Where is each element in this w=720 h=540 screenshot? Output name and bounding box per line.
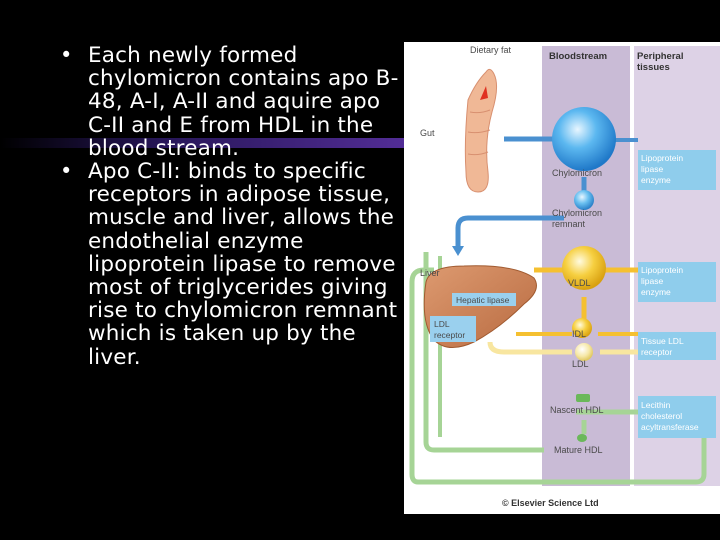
mature-hdl-particle: [577, 434, 587, 442]
bullet-text-2: Apo C-II: binds to specific receptors in…: [88, 159, 398, 370]
hepatic-lipase-label: Hepatic lipase: [456, 295, 510, 305]
blue-arrow-remnant-to-liver: [455, 215, 564, 248]
bloodstream-header: Bloodstream: [549, 51, 607, 62]
copyright-label: © Elsevier Science Ltd: [502, 498, 599, 508]
figure-svg: Bloodstream Peripheral tissues Dietary f…: [409, 45, 720, 508]
lpl1-text-2: lipase: [641, 164, 663, 174]
bullet-item-1: • Each newly formed chylomicron contains …: [60, 43, 400, 161]
dietary-fat-arrow: [480, 86, 488, 100]
bullet-list: • Each newly formed chylomicron contains …: [60, 43, 400, 370]
liver-label: Liver: [420, 268, 440, 278]
gut-folds: [467, 109, 491, 156]
title-accent-line: [0, 138, 404, 148]
bullet-dot: •: [60, 43, 73, 67]
idl-label: IDL: [572, 329, 586, 339]
ldl-label: LDL: [572, 359, 589, 369]
vldl-label: VLDL: [568, 278, 591, 288]
lpl-box-2: [638, 262, 716, 302]
vldl-particle: [562, 246, 606, 290]
ldl-receptor-box: [430, 316, 476, 342]
lpl-box-1: [638, 150, 716, 190]
ldl-receptor-label-1: LDL: [434, 319, 450, 329]
ldl-receptor-label-2: receptor: [434, 330, 465, 340]
chylomicron-particle: [552, 107, 616, 171]
remnant-label-1: Chylomicron: [552, 208, 602, 218]
tissue-ldl-text-2: receptor: [641, 347, 672, 357]
lpl2-text-1: Lipoprotein: [641, 265, 683, 275]
nascent-hdl-particle: [576, 394, 590, 402]
gut-shape: [464, 68, 498, 193]
lpl2-text-2: lipase: [641, 276, 663, 286]
lipoprotein-metabolism-figure: Bloodstream Peripheral tissues Dietary f…: [404, 42, 720, 514]
bullet-item-2: • Apo C-II: binds to specific receptors i…: [60, 159, 400, 370]
blue-arrowhead-3: [452, 246, 464, 256]
idl-particle: [572, 318, 592, 338]
green-arrow-return: [409, 267, 707, 485]
lcat-box: [638, 396, 716, 438]
pale-arrow-ldl-to-liver: [487, 341, 572, 355]
lpl1-text-3: enzyme: [641, 175, 671, 185]
remnant-label-2: remnant: [552, 219, 586, 229]
chylomicron-remnant-particle: [574, 190, 594, 210]
ldl-particle: [575, 343, 593, 361]
lcat-text-2: cholesterol: [641, 411, 682, 421]
tissue-ldl-receptor-box: [638, 332, 716, 360]
hepatic-lipase-box: [452, 293, 516, 306]
lcat-text-3: acyltransferase: [641, 422, 699, 432]
nascent-hdl-label: Nascent HDL: [550, 405, 604, 415]
peripheral-header-2: tissues: [637, 62, 670, 73]
mature-hdl-label: Mature HDL: [554, 445, 603, 455]
lcat-text-1: Lecithin: [641, 400, 671, 410]
tissue-ldl-text-1: Tissue LDL: [641, 336, 684, 346]
peripheral-header-1: Peripheral: [637, 51, 683, 62]
lpl2-text-3: enzyme: [641, 287, 671, 297]
bullet-dot: •: [60, 159, 73, 184]
chylomicron-label: Chylomicron: [552, 168, 602, 178]
green-arrow-outer: [423, 252, 544, 453]
bullet-text-1: Each newly formed chylomicron contains a…: [88, 43, 399, 161]
gut-label: Gut: [420, 128, 435, 138]
lpl1-text-1: Lipoprotein: [641, 153, 683, 163]
dietary-fat-label: Dietary fat: [470, 45, 512, 55]
